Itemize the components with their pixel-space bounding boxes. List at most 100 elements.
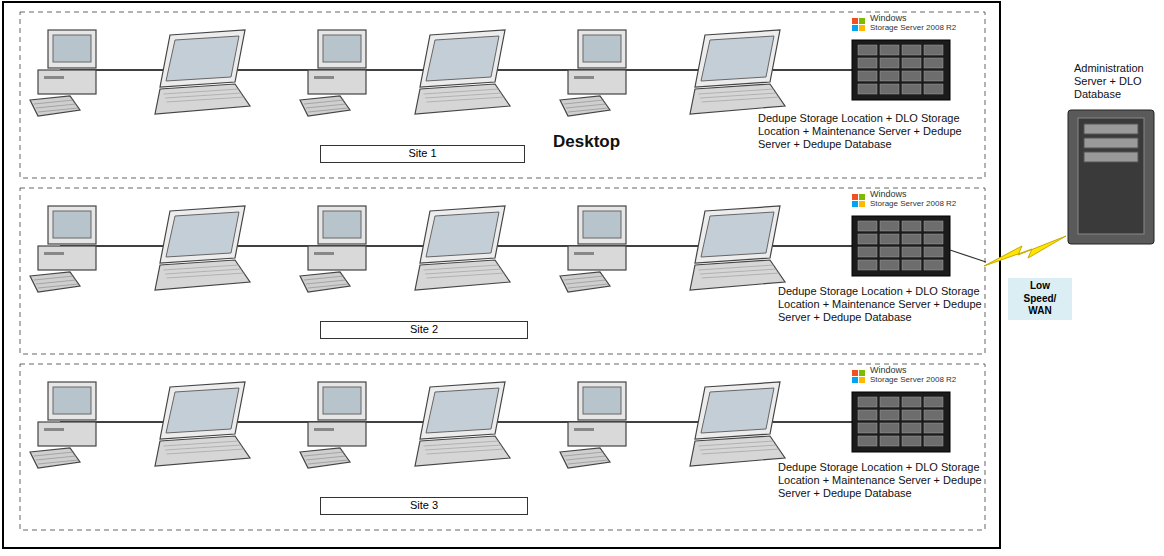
laptop-screen — [166, 36, 239, 81]
drive-bay — [924, 436, 943, 446]
site-group — [20, 364, 985, 530]
drive-bay — [858, 247, 877, 257]
key-row — [568, 460, 608, 464]
drive-bay — [902, 234, 921, 244]
monitor — [48, 30, 96, 68]
laptop-lid — [160, 206, 245, 263]
keyboard — [300, 272, 350, 292]
windows-flag — [852, 377, 858, 383]
keyboard — [560, 96, 610, 116]
key-row — [566, 280, 606, 284]
laptop-lid — [160, 30, 245, 87]
key-row — [306, 456, 346, 460]
site-group — [20, 188, 985, 354]
key-row — [424, 441, 500, 446]
drive-slot — [314, 252, 334, 255]
laptop-lid — [160, 382, 245, 439]
drive-bay — [880, 436, 899, 446]
key-row — [38, 460, 78, 464]
drive-slot — [44, 428, 64, 431]
key-row — [36, 104, 76, 108]
key-row — [304, 100, 344, 104]
logo-text: Windows — [870, 14, 980, 24]
monitor — [48, 206, 96, 244]
node-text: Site 3 — [410, 499, 438, 513]
storage-server — [852, 392, 950, 452]
desktop-case — [38, 422, 96, 446]
key-row — [424, 89, 500, 94]
key-row — [425, 93, 502, 98]
drive-bay — [924, 260, 943, 270]
drive-bay — [1084, 124, 1138, 134]
drive-slot — [314, 428, 334, 431]
drive-bay — [902, 436, 921, 446]
site-label-box: Site 1 — [320, 145, 525, 163]
drive-slot — [574, 76, 594, 79]
drive-bay — [858, 260, 877, 270]
windows-flag — [859, 201, 865, 207]
windows-flag — [852, 18, 858, 24]
drive-bay — [1084, 138, 1138, 148]
drive-bay — [858, 71, 877, 81]
key-row — [38, 284, 78, 288]
laptop-screen — [166, 212, 239, 257]
admin-server — [1068, 110, 1154, 244]
logo-text: Windows — [870, 190, 980, 200]
key-row — [702, 97, 781, 102]
drive-bay — [880, 410, 899, 420]
drive-bay — [858, 397, 877, 407]
drive-bay — [924, 410, 943, 420]
key-row — [702, 273, 781, 278]
key-row — [165, 269, 242, 274]
key-row — [699, 441, 775, 446]
drive-bay — [880, 234, 899, 244]
server-roles: Dedupe Storage Location + DLO Storage Lo… — [758, 112, 963, 152]
laptop-screen — [701, 388, 774, 433]
windows-flag — [852, 370, 858, 376]
site-label-box: Site 2 — [320, 321, 528, 339]
drive-bay — [858, 234, 877, 244]
drive-bay — [880, 423, 899, 433]
monitor — [318, 206, 366, 244]
key-row — [38, 108, 78, 112]
key-row — [304, 452, 344, 456]
drive-bay — [902, 247, 921, 257]
drive-bay — [924, 234, 943, 244]
windows-flag — [859, 25, 865, 31]
tower-case — [1068, 110, 1154, 244]
monitor-screen — [323, 35, 361, 62]
drive-bay — [924, 58, 943, 68]
drive-bay — [902, 58, 921, 68]
key-row — [164, 441, 240, 446]
key-row — [167, 273, 246, 278]
monitor-screen — [53, 35, 91, 62]
monitor-screen — [583, 35, 621, 62]
key-row — [564, 276, 604, 280]
key-row — [427, 273, 506, 278]
drive-bay — [902, 260, 921, 270]
storage-server — [852, 40, 950, 100]
key-row — [424, 265, 500, 270]
node-text: Site 1 — [408, 147, 436, 161]
drive-bay — [902, 71, 921, 81]
desktop-case — [568, 70, 626, 94]
windows-flag — [859, 377, 865, 383]
drive-bay — [924, 71, 943, 81]
key-row — [702, 449, 781, 454]
key-row — [304, 276, 344, 280]
windows-flag — [852, 201, 858, 207]
laptop-screen — [426, 388, 499, 433]
drive-bay — [858, 436, 877, 446]
drive-bay — [902, 397, 921, 407]
node-text: Site 2 — [410, 323, 438, 337]
windows-flag — [852, 194, 858, 200]
key-row — [566, 104, 606, 108]
keyboard — [560, 272, 610, 292]
server-roles: Dedupe Storage Location + DLO Storage Lo… — [778, 461, 983, 501]
desktop-case — [568, 422, 626, 446]
laptop-screen — [426, 212, 499, 257]
laptop-base — [155, 84, 250, 114]
drive-bay — [902, 423, 921, 433]
key-row — [566, 456, 606, 460]
drive-bay — [858, 221, 877, 231]
